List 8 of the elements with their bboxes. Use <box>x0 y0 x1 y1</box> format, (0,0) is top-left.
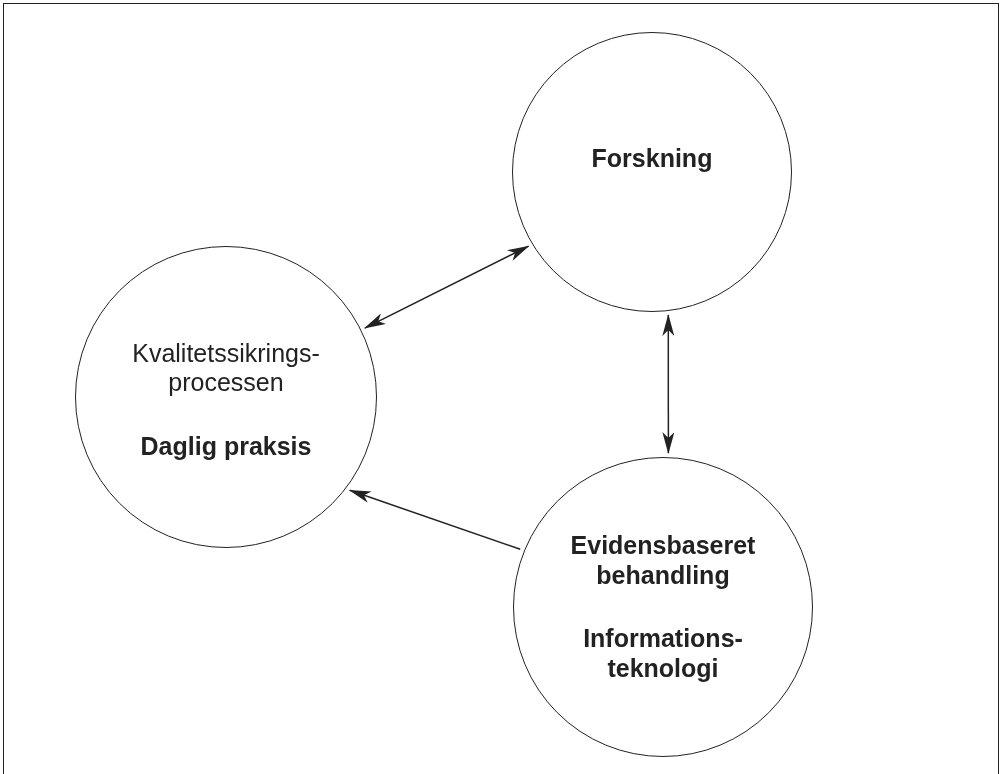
arrow <box>662 314 675 455</box>
arrow <box>348 489 521 551</box>
node-text: Evidensbaseret behandling <box>569 531 757 590</box>
node-text: Informations-teknologi <box>582 624 744 683</box>
node-text: Daglig praksis <box>139 431 313 462</box>
node-text: Kvalitetssikrings-processen <box>131 338 321 398</box>
arrow <box>363 245 530 329</box>
node-text: Forskning <box>590 144 714 174</box>
